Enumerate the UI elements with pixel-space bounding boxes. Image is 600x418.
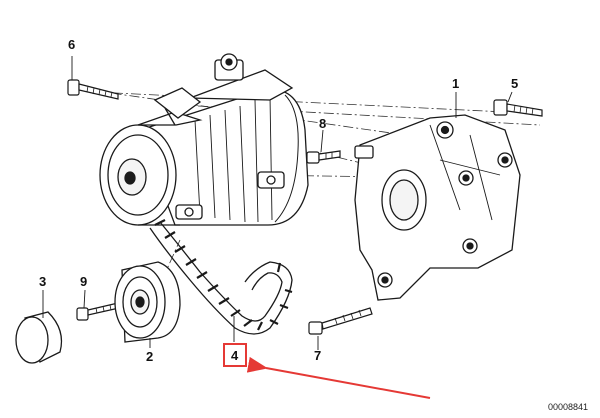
- part-label-2: 2: [146, 349, 154, 364]
- bolt-9: [76, 302, 120, 321]
- part-label-7: 7: [314, 348, 322, 363]
- bolt-6: [67, 79, 119, 100]
- document-number: 00008841: [548, 402, 589, 412]
- bolt-8: [306, 150, 341, 164]
- toothed-belt-4: [149, 219, 293, 335]
- part-label-6: 6: [68, 37, 76, 52]
- highlight-arrow: [246, 356, 431, 399]
- bolt-5: [493, 99, 543, 117]
- cap-3: [15, 311, 63, 364]
- part-label-8: 8: [319, 116, 327, 131]
- part-label-9: 9: [80, 274, 88, 289]
- leader-lines: [42, 56, 513, 350]
- mounting-bracket: [354, 114, 521, 301]
- part-label-4: 4: [231, 348, 239, 363]
- highlight-box: [223, 343, 247, 367]
- tensioner-pulley-2: [114, 261, 181, 343]
- part-label-3: 3: [39, 274, 47, 289]
- bolt-7: [308, 307, 373, 335]
- part-label-5: 5: [511, 76, 519, 91]
- ac-compressor: [99, 53, 309, 226]
- part-label-1: 1: [452, 76, 460, 91]
